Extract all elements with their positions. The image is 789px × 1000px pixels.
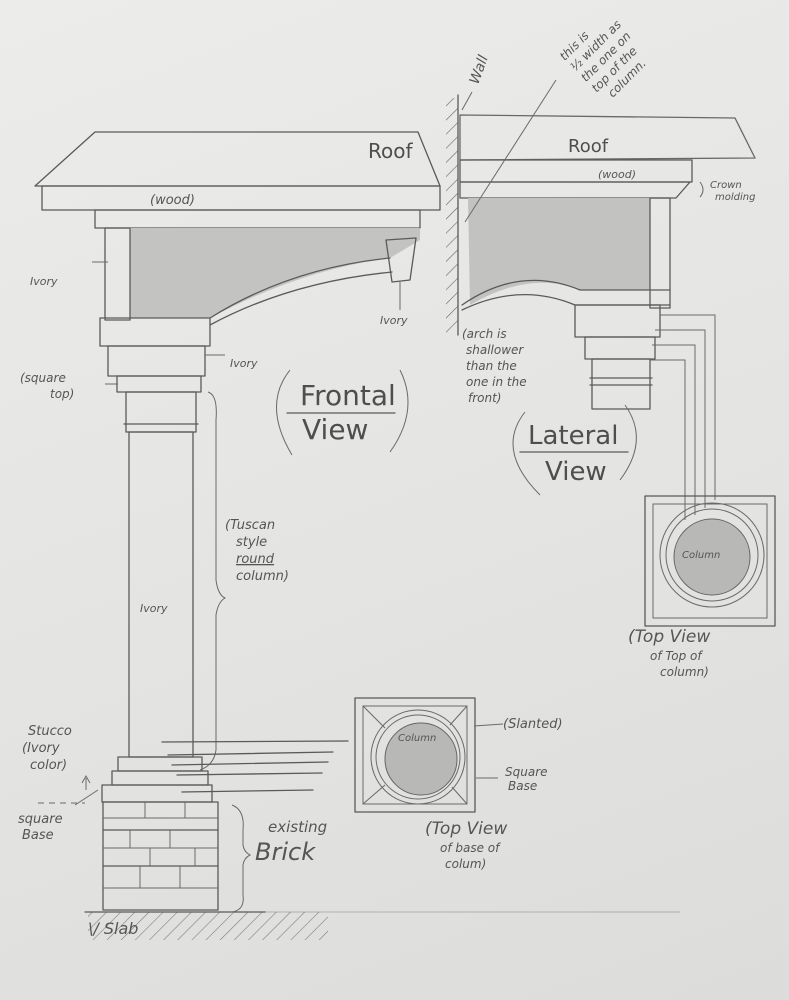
- column-base-ring: [117, 756, 203, 772]
- wood-label-lateral: (wood): [598, 168, 636, 181]
- frontal-wood-band: [41, 185, 441, 211]
- ivory-label-shaft: Ivory: [140, 602, 168, 615]
- column-shaft: [128, 431, 194, 758]
- slanted-label: (Slanted): [503, 717, 563, 732]
- column-circle-top: [673, 518, 751, 596]
- frontal-view-paren-right: [389, 369, 409, 453]
- lateral-wood-band: [459, 159, 693, 183]
- wall-label: Wall: [467, 53, 492, 86]
- lateral-column: [591, 358, 651, 410]
- capital-block: [107, 345, 206, 377]
- capital-abacus: [99, 317, 211, 347]
- wood-label-frontal: (wood): [150, 193, 195, 208]
- slab-label: \/ Slab: [88, 919, 138, 938]
- roof-label-frontal: Roof: [368, 139, 413, 163]
- lateral-view-drawing: [446, 79, 756, 520]
- ivory-label-capital: Ivory: [230, 357, 258, 370]
- slab: [88, 912, 328, 940]
- column-brace: [199, 391, 227, 771]
- lateral-arch-wall: [468, 198, 650, 305]
- column-square-base: [101, 784, 213, 803]
- lateral-wall: [446, 98, 458, 333]
- lateral-arch: [461, 279, 671, 311]
- keystone: [385, 237, 417, 283]
- capital-square-top: [116, 375, 202, 393]
- frontal-arch-wall: [130, 228, 420, 318]
- svg-text:this is½ width asthe one ontop: this is½ width asthe one ontop of thecol…: [557, 7, 656, 106]
- top-view-of-top-drawing: [644, 495, 776, 627]
- lateral-crown-molding: [459, 181, 691, 199]
- brick-brace: [231, 804, 252, 913]
- column-label-top: Column: [682, 550, 720, 561]
- top-view-of-base-drawing: [161, 697, 504, 813]
- lateral-view-paren-left: [512, 411, 541, 496]
- frontal-arch: [209, 257, 393, 326]
- roof-label-lateral: Roof: [568, 136, 609, 157]
- lateral-capital: [574, 304, 661, 338]
- ivory-label-left: Ivory: [30, 275, 58, 288]
- ivory-label-keystone: Ivory: [380, 314, 408, 327]
- column-neck: [125, 391, 197, 433]
- brick-pedestal: [102, 801, 219, 911]
- frontal-beam: [94, 209, 421, 229]
- column-base-torus: [111, 770, 209, 786]
- frontal-view-drawing: [34, 131, 680, 940]
- column-circle-base: [384, 722, 458, 796]
- frontal-view-paren-left: [276, 369, 293, 456]
- lateral-view-paren-right: [619, 404, 637, 481]
- column-label-base: Column: [398, 733, 436, 744]
- lateral-roof: [459, 114, 756, 161]
- frontal-pier: [104, 227, 131, 321]
- width-note: this is½ width asthe one ontop of thecol…: [557, 7, 656, 106]
